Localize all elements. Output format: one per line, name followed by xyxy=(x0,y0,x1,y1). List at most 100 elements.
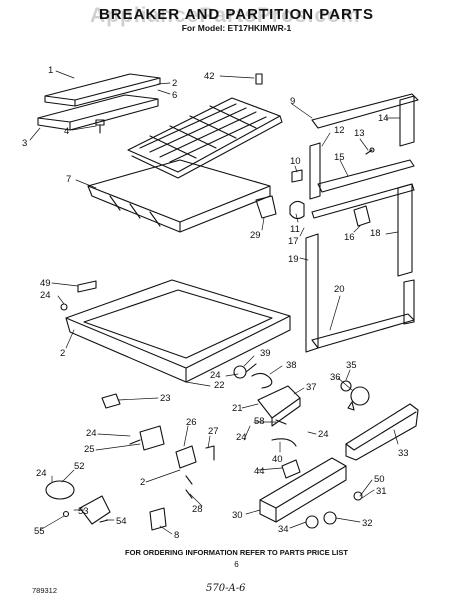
callout: 36 xyxy=(330,372,341,383)
callout: 12 xyxy=(334,125,345,136)
callout: 24 xyxy=(318,429,329,440)
callout: 39 xyxy=(260,348,271,359)
part-26-control-knob[interactable] xyxy=(175,445,197,469)
callout: 37 xyxy=(306,382,317,393)
callout: 7 xyxy=(66,174,71,185)
callout: 10 xyxy=(290,156,301,167)
part-30-control-base[interactable] xyxy=(259,457,347,523)
callout: 28 xyxy=(192,504,203,515)
callout: 6 xyxy=(172,90,177,101)
callout: 32 xyxy=(362,518,373,529)
ordering-note: FOR ORDERING INFORMATION REFER TO PARTS … xyxy=(125,548,348,557)
part-29-bracket[interactable] xyxy=(255,195,277,219)
part-55-screw[interactable] xyxy=(62,510,70,518)
callout: 11 xyxy=(290,224,300,235)
callout: 30 xyxy=(232,510,243,521)
callout: 58 xyxy=(254,416,265,427)
part-36-light-bulb[interactable] xyxy=(347,386,370,411)
callout: 55 xyxy=(34,526,45,537)
part-9-mullion-bar[interactable] xyxy=(311,93,419,129)
callout: 18 xyxy=(370,228,381,239)
callout: 24 xyxy=(36,468,47,479)
watermark: AppliancePartsPros.com xyxy=(90,4,361,27)
part-34-knob[interactable] xyxy=(305,515,319,529)
callout: 8 xyxy=(174,530,179,541)
part-24-screw[interactable] xyxy=(60,303,68,311)
part-23-bracket[interactable] xyxy=(101,393,121,409)
callout: 22 xyxy=(214,380,225,391)
callout-labels: 1 2 6 3 4 42 9 12 13 14 10 15 7 11 17 16… xyxy=(22,65,409,541)
part-3-breaker-strip[interactable] xyxy=(37,94,159,131)
callout: 52 xyxy=(74,461,85,472)
part-11-bracket[interactable] xyxy=(289,200,305,220)
part-8-connector[interactable] xyxy=(149,507,167,531)
callout: 33 xyxy=(398,448,409,459)
callout: 42 xyxy=(204,71,215,82)
callout: 3 xyxy=(22,138,27,149)
callout: 25 xyxy=(84,444,95,455)
callout: 24 xyxy=(210,370,221,381)
callout: 49 xyxy=(40,278,51,289)
part-58-clip[interactable] xyxy=(275,419,287,425)
part-27-shaft[interactable] xyxy=(205,445,215,461)
model-number: For Model: ET17HKIMWR-1 xyxy=(181,23,292,33)
part-28-screw[interactable] xyxy=(185,475,193,499)
callout: 19 xyxy=(288,254,299,265)
page-number: 6 xyxy=(234,560,239,569)
part-53-fan-shroud[interactable] xyxy=(79,495,111,525)
callout: 31 xyxy=(376,486,387,497)
callout: 24 xyxy=(236,432,247,443)
part-20-frame-bar[interactable] xyxy=(311,279,415,349)
part-38-wire-harness[interactable] xyxy=(251,372,273,389)
handwritten-note: 570-A-6 xyxy=(206,583,246,594)
diagram-code: 789312 xyxy=(32,586,58,595)
part-4-screw[interactable] xyxy=(95,119,105,134)
callout: 2 xyxy=(60,348,65,359)
part-13-screw[interactable] xyxy=(365,147,375,155)
part-6-grille[interactable] xyxy=(127,97,283,179)
part-17-strip[interactable] xyxy=(311,183,415,219)
callout: 21 xyxy=(232,403,243,414)
callout: 23 xyxy=(160,393,171,404)
callout: 24 xyxy=(86,428,97,439)
leader-lines xyxy=(29,70,401,535)
part-16-hinge[interactable] xyxy=(353,205,371,227)
part-35-bulb[interactable] xyxy=(340,380,352,392)
part-49-tab[interactable] xyxy=(77,280,97,293)
callout: 24 xyxy=(40,290,51,301)
callout: 38 xyxy=(286,360,297,371)
part-18-vertical-bar[interactable] xyxy=(397,183,413,277)
callout: 17 xyxy=(288,236,299,247)
part-39-light-socket[interactable] xyxy=(233,363,257,379)
part-31-knob[interactable] xyxy=(353,491,363,501)
callout: 26 xyxy=(186,417,197,428)
part-40-wire[interactable] xyxy=(271,438,297,447)
callout: 27 xyxy=(208,426,219,437)
part-10-hinge[interactable] xyxy=(291,169,303,183)
part-15-strip[interactable] xyxy=(317,159,415,193)
callout: 34 xyxy=(278,524,289,535)
callout: 29 xyxy=(250,230,261,241)
callout: 1 xyxy=(48,65,53,76)
callout: 53 xyxy=(78,506,89,517)
callout: 54 xyxy=(116,516,127,527)
part-5-partition-panel[interactable] xyxy=(65,279,291,383)
part-42-clip[interactable] xyxy=(255,73,263,85)
callout: 14 xyxy=(378,113,389,124)
part-14-vertical-bar[interactable] xyxy=(399,95,415,147)
callout: 20 xyxy=(334,284,345,295)
part-32-knob[interactable] xyxy=(323,511,337,525)
part-12-strip[interactable] xyxy=(309,142,321,200)
callout: 4 xyxy=(64,126,69,137)
part-44-switch[interactable] xyxy=(281,459,301,479)
callout: 35 xyxy=(346,360,357,371)
part-7-partition-tray[interactable] xyxy=(87,159,271,233)
part-25-thermostat-bracket[interactable] xyxy=(129,425,165,451)
part-52-fan-motor[interactable] xyxy=(45,480,75,500)
callout: 9 xyxy=(290,96,295,107)
callout: 40 xyxy=(272,454,283,465)
callout: 44 xyxy=(254,466,265,477)
part-19-frame-bar[interactable] xyxy=(305,233,319,353)
part-33-light-shield[interactable] xyxy=(345,403,419,461)
